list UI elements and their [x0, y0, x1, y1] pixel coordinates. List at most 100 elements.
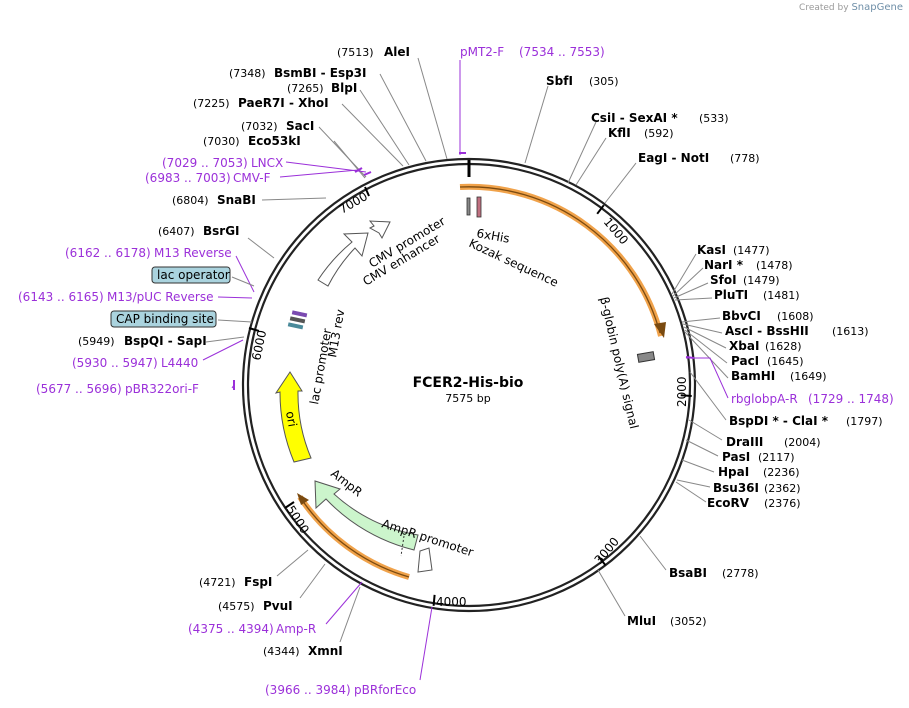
- leader-l4440: [202, 339, 244, 361]
- primer-cmvf[interactable]: CMV-F: [233, 171, 271, 185]
- leader-csii: [567, 121, 597, 184]
- leader-kasi: [671, 253, 697, 295]
- tick-label-2000: 2000: [675, 376, 689, 407]
- enzyme-sfoi[interactable]: SfoI: [710, 273, 737, 287]
- enzyme-pvui-pos: (4575): [218, 600, 255, 613]
- enzyme-xbai[interactable]: XbaI: [729, 339, 759, 353]
- enzyme-ecorv[interactable]: EcoRV: [707, 496, 750, 510]
- enzyme-pasi[interactable]: PasI: [722, 450, 750, 464]
- enzyme-bsu36i[interactable]: Bsu36I: [713, 481, 759, 495]
- leader-blpi: [359, 89, 410, 166]
- beta-globin-arrowhead: [654, 322, 666, 338]
- leader-rbglobpar: [686, 357, 729, 399]
- enzyme-bspdi-clai-pos: (1797): [846, 415, 883, 428]
- enzyme-sbfi[interactable]: SbfI: [546, 74, 573, 88]
- primer-pbr322orif-range: (5677 .. 5696): [36, 382, 122, 396]
- feature-beta-globin-label: β-globin poly(A) signal: [597, 296, 641, 431]
- enzyme-bsmbi-esp3i[interactable]: BsmBI - Esp3I: [274, 66, 366, 80]
- leader-alei: [417, 57, 448, 160]
- enzyme-bspqi-sapi[interactable]: BspQI - SapI: [124, 334, 207, 348]
- ampr-arc-arrowhead: [297, 493, 309, 505]
- leader-lncx: [285, 161, 367, 173]
- enzyme-eagi-noti[interactable]: EagI - NotI: [638, 151, 709, 165]
- cmv-promoter-arrow: [368, 220, 391, 240]
- enzyme-nari[interactable]: NarI *: [704, 258, 744, 272]
- leader-sbfi: [524, 85, 549, 164]
- enzyme-mlui[interactable]: MluI: [627, 614, 656, 628]
- enzyme-bsabi-pos: (2778): [722, 567, 759, 580]
- ampr-divider: [400, 535, 405, 557]
- tick-2000: 2000: [675, 376, 692, 407]
- primer-rbglobpar-range: (1729 .. 1748): [808, 392, 894, 406]
- enzyme-kfli[interactable]: KflI: [608, 126, 631, 140]
- primer-lncx[interactable]: LNCX: [251, 156, 283, 170]
- enzyme-kasi[interactable]: KasI: [697, 243, 726, 257]
- enzyme-bsrgi[interactable]: BsrGI: [203, 224, 240, 238]
- cap-binding-site-label[interactable]: CAP binding site: [116, 312, 214, 326]
- enzyme-bbvci[interactable]: BbvCI: [722, 309, 761, 323]
- primer-pbrforeco-range: (3966 .. 3984): [265, 683, 351, 697]
- leader-saci: [318, 126, 367, 178]
- primer-l4440-range: (5930 .. 5947): [72, 356, 158, 370]
- enzyme-paer7i-pos: (7225): [193, 97, 230, 110]
- enzyme-xmni[interactable]: XmnI: [308, 644, 343, 658]
- enzyme-pasi-pos: (2117): [758, 451, 795, 464]
- lac-operator-label[interactable]: lac operator: [157, 268, 230, 282]
- leader-hpai: [681, 459, 715, 473]
- enzyme-csii-sexai[interactable]: CsiI - SexAI *: [591, 111, 678, 125]
- ampr-promoter-arrow: [417, 547, 433, 573]
- enzyme-paci-pos: (1645): [767, 355, 804, 368]
- enzyme-alei-pos: (7513): [337, 46, 374, 59]
- his-tag-marker: [476, 196, 482, 218]
- enzyme-bspqi-pos: (5949): [78, 335, 115, 348]
- enzyme-saci-pos: (7032): [241, 120, 278, 133]
- leader-paer7i: [341, 103, 404, 167]
- leader-snabi: [261, 197, 327, 201]
- enzyme-bamhi[interactable]: BamHI: [731, 369, 775, 383]
- enzyme-snabi[interactable]: SnaBI: [217, 193, 256, 207]
- enzyme-bspdi-clai[interactable]: BspDI * - ClaI *: [729, 414, 829, 428]
- tick-label-7000: 7000: [337, 189, 370, 216]
- leader-nari: [672, 267, 704, 297]
- leader-pvui: [299, 563, 326, 599]
- primer-m13rev[interactable]: M13 Reverse: [154, 246, 232, 260]
- leader-ecorv: [675, 481, 707, 503]
- primer-pmt2f-range: (7534 .. 7553): [519, 45, 605, 59]
- kozak-marker: [466, 197, 471, 216]
- primer-pmt2f[interactable]: pMT2-F: [460, 45, 504, 59]
- enzyme-fspi[interactable]: FspI: [244, 575, 272, 589]
- primer-ampr[interactable]: Amp-R: [276, 622, 316, 636]
- enzyme-paci[interactable]: PacI: [731, 354, 759, 368]
- primer-rbglobpar[interactable]: rbglobpA-R: [731, 392, 798, 406]
- beta-globin-arc: [459, 186, 661, 334]
- enzyme-saci[interactable]: SacI: [286, 119, 314, 133]
- enzyme-xbai-pos: (1628): [765, 340, 802, 353]
- primer-cmvf-mark: [354, 167, 363, 173]
- leader-sfoi: [673, 282, 709, 299]
- feature-ori-label: ori: [283, 410, 299, 428]
- enzyme-pluti-pos: (1481): [763, 289, 800, 302]
- leader-m13puc: [217, 296, 253, 299]
- enzyme-bamhi-pos: (1649): [790, 370, 827, 383]
- tick-label-4000: 4000: [436, 595, 467, 609]
- m13-rev-marker: [291, 310, 308, 318]
- primer-l4440[interactable]: L4440: [161, 356, 198, 370]
- enzyme-alei[interactable]: AleI: [384, 45, 410, 59]
- enzyme-paer7i-xhoi[interactable]: PaeR7I - XhoI: [238, 96, 329, 110]
- enzyme-draiii[interactable]: DraIII: [726, 435, 763, 449]
- enzyme-kfli-pos: (592): [644, 127, 674, 140]
- leader-fspi: [276, 549, 309, 577]
- primer-pbrforeco[interactable]: pBRforEco: [354, 683, 416, 697]
- primer-m13puc[interactable]: M13/pUC Reverse: [107, 290, 214, 304]
- plasmid-length: 7575 bp: [445, 392, 490, 405]
- enzyme-hpai[interactable]: HpaI: [718, 465, 749, 479]
- enzyme-pluti[interactable]: PluTI: [714, 288, 748, 302]
- enzyme-bsabi[interactable]: BsaBI: [669, 566, 707, 580]
- enzyme-bsrgi-pos: (6407): [158, 225, 195, 238]
- enzyme-pvui[interactable]: PvuI: [263, 599, 293, 613]
- primer-pbr322orif[interactable]: pBR322ori-F: [125, 382, 199, 396]
- leader-bsmbi: [379, 73, 427, 162]
- enzyme-blpi[interactable]: BlpI: [331, 81, 357, 95]
- enzyme-eco53ki[interactable]: Eco53kI: [248, 134, 301, 148]
- enzyme-asci-bsshii[interactable]: AscI - BssHII: [725, 324, 809, 338]
